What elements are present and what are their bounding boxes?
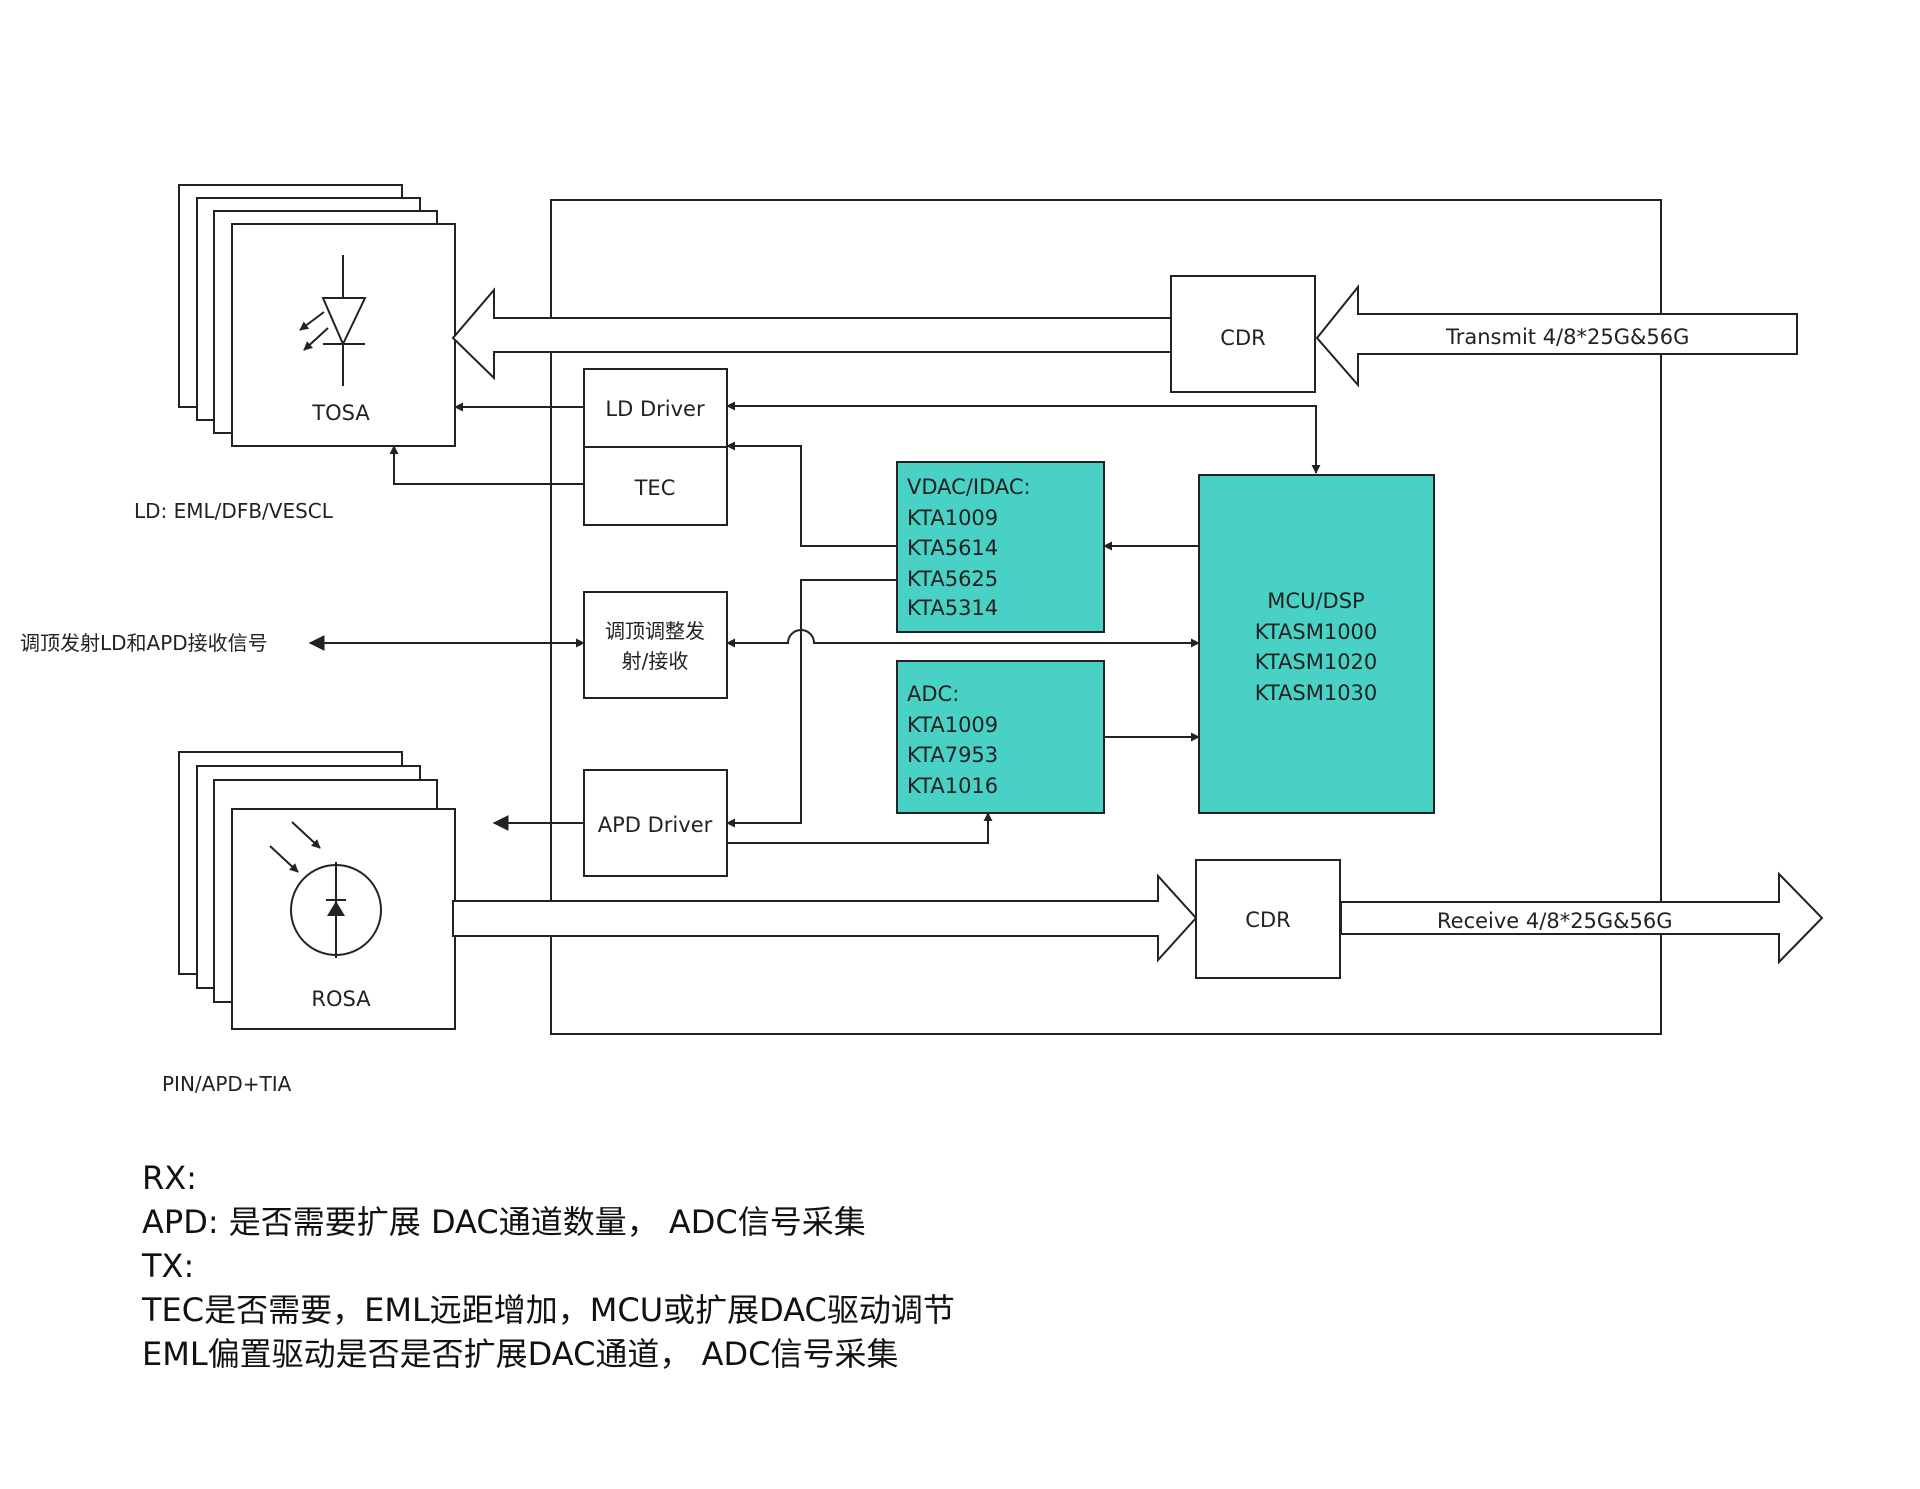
photodiode-icon [269, 821, 382, 958]
mcu-part-3: KTASM1030 [1255, 681, 1378, 705]
tosa-label: TOSA [311, 401, 370, 425]
laser-diode-icon [299, 255, 367, 386]
note-line: EML偏置驱动是否是否扩展DAC通道， ADC信号采集 [142, 1335, 899, 1373]
tune-box [583, 591, 728, 699]
cdr-tx-label: CDR [1220, 326, 1265, 350]
adc-title: ADC: [907, 682, 959, 706]
note-line: RX: [142, 1159, 197, 1197]
rosa-stack: ROSA [178, 751, 456, 1030]
note-line: APD: 是否需要扩展 DAC通道数量， ADC信号采集 [142, 1203, 866, 1241]
receive-label: Receive 4/8*25G&56G [1437, 909, 1673, 933]
mcu-part-1: KTASM1000 [1255, 620, 1378, 644]
note-line: TX: [142, 1247, 195, 1285]
ld-driver-box [583, 368, 728, 448]
tune-label-line2: 射/接收 [622, 649, 689, 673]
transmit-label: Transmit 4/8*25G&56G [1445, 325, 1689, 349]
cdr-tx-box [1170, 275, 1316, 393]
vdac-part-2: KTA5614 [907, 536, 998, 560]
cdr-rx-label: CDR [1245, 908, 1290, 932]
transmit-input-arrow [1315, 284, 1798, 388]
mcu-title: MCU/DSP [1267, 589, 1364, 613]
adc-chip [896, 660, 1105, 814]
receive-output-arrow [1340, 871, 1824, 965]
note-line: TEC是否需要，EML远距增加，MCU或扩展DAC驱动调节 [142, 1291, 955, 1329]
vdac-part-3: KTA5625 [907, 567, 998, 591]
adc-part-1: KTA1009 [907, 713, 998, 737]
vdac-title: VDAC/IDAC: [907, 475, 1031, 499]
notes: RX: APD: 是否需要扩展 DAC通道数量， ADC信号采集 TX: TEC… [142, 1156, 955, 1376]
vdac-part-4: KTA5314 [907, 596, 998, 620]
apd-driver-label: APD Driver [598, 813, 713, 837]
adc-part-3: KTA1016 [907, 774, 998, 798]
apd-driver-box [583, 769, 728, 877]
ld-driver-label: LD Driver [605, 397, 705, 421]
tune-signal-label: 调顶发射LD和APD接收信号 [20, 631, 268, 655]
tosa-stack: TOSA [178, 184, 456, 447]
cdr-rx-box [1195, 859, 1341, 979]
tune-label-line1: 调顶调整发 [605, 619, 705, 643]
transmit-path-arrow [451, 287, 1172, 381]
module-frame [550, 199, 1662, 1035]
vdac-part-1: KTA1009 [907, 506, 998, 530]
tec-box [583, 446, 728, 526]
mcu-chip [1198, 474, 1435, 814]
rosa-caption: PIN/APD+TIA [162, 1072, 292, 1096]
tosa-caption: LD: EML/DFB/VESCL [134, 499, 334, 523]
tec-label: TEC [634, 476, 676, 500]
mcu-part-2: KTASM1020 [1255, 650, 1378, 674]
receive-path-arrow [452, 873, 1198, 963]
rosa-label: ROSA [311, 987, 371, 1011]
adc-part-2: KTA7953 [907, 743, 998, 767]
signal-wires [308, 401, 1321, 844]
